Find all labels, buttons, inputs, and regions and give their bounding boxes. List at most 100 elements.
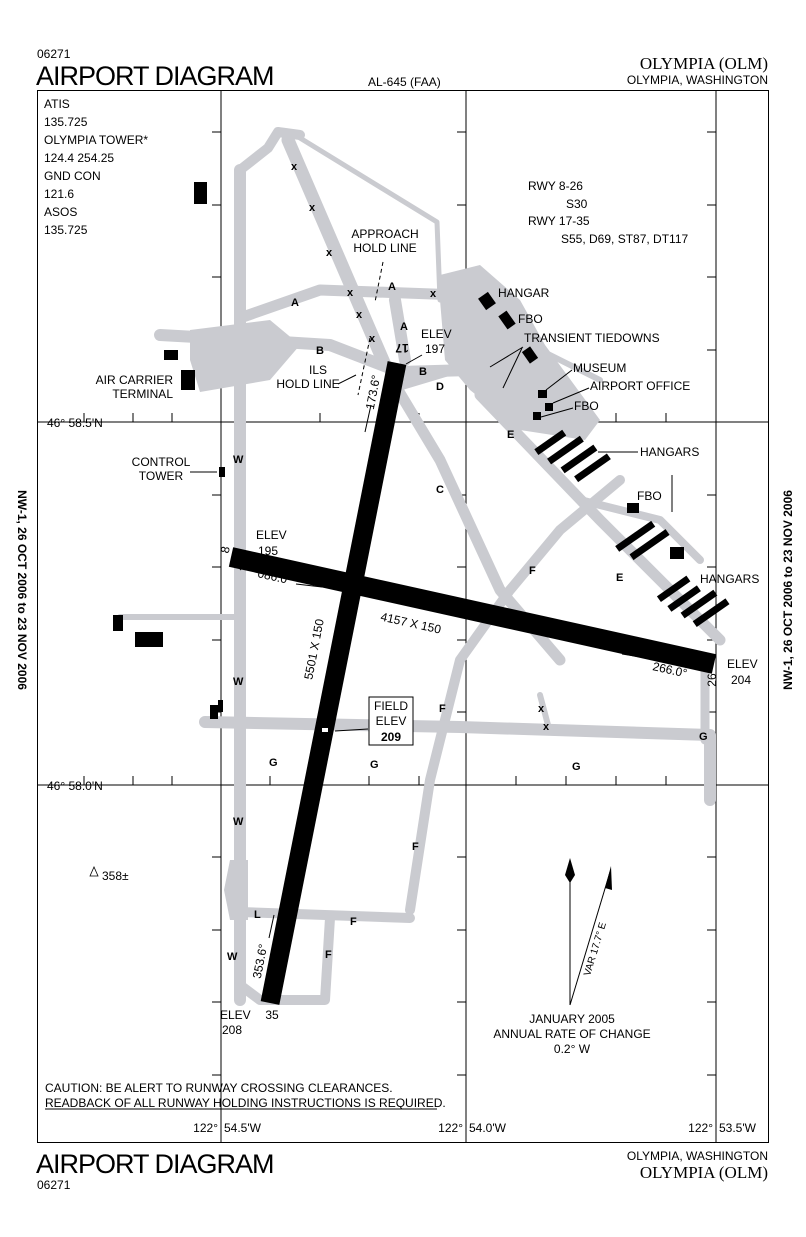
wb-rwy-17-35-value: S55, D69, ST87, DT117	[561, 232, 689, 246]
taxiway-e-label: E	[616, 572, 623, 584]
airport-office-label: AIRPORT OFFICE	[590, 379, 690, 393]
magnetic-north-icon	[605, 866, 612, 890]
variation-date: JANUARY 2005	[529, 1012, 615, 1026]
elev-26-value: 204	[731, 673, 751, 687]
field-elev-label-2: ELEV	[376, 714, 407, 728]
effective-date-left: NW-1, 26 OCT 2006 to 23 NOV 2006	[15, 490, 29, 690]
field-elevation-point	[322, 728, 328, 732]
taxiway-g-label: G	[269, 757, 278, 769]
tower-label: CONTROL	[132, 455, 191, 469]
closed-taxiway-mark: x	[538, 703, 545, 715]
freq-tower-label: OLYMPIA TOWER*	[44, 133, 148, 147]
annual-rate-value: 0.2° W	[554, 1042, 591, 1056]
taxiway-b-label: B	[419, 366, 427, 378]
closed-taxiway-mark: x	[309, 202, 316, 214]
runway-8-26-dimensions: 4157 X 150	[379, 610, 442, 637]
runway-17-35-dimensions: 5501 X 150	[301, 617, 327, 680]
freq-gnd-label: GND CON	[44, 169, 101, 183]
runway-26-label: 26	[705, 673, 719, 687]
magnetic-variation: VAR 17.7° E	[582, 921, 609, 978]
annual-rate-label: ANNUAL RATE OF CHANGE	[493, 1027, 650, 1041]
longitude-label: 122°	[438, 1121, 463, 1135]
closed-taxiway-mark: x	[543, 721, 550, 733]
field-elevation-box	[368, 696, 414, 746]
field-elev-label: FIELD	[374, 699, 408, 713]
ils-hold-label: ILS	[309, 363, 327, 377]
approach-hold-label-2: HOLD LINE	[353, 241, 416, 255]
fbo-label-3: FBO	[637, 489, 662, 503]
taxiway-w-label: W	[233, 676, 244, 688]
taxiway-g-label: G	[572, 761, 581, 773]
transient-tiedowns-label: TRANSIENT TIEDOWNS	[524, 331, 660, 345]
facility-labels: APPROACH HOLD LINE ILS HOLD LINE HANGAR …	[89, 227, 759, 883]
elev-8-value: 195	[258, 544, 278, 558]
runway-17-label: 17	[395, 341, 409, 355]
longitude-label: 122°	[688, 1121, 713, 1135]
footer-city: OLYMPIA, WASHINGTON	[627, 1149, 768, 1163]
taxiway-e-label: E	[507, 429, 514, 441]
closed-taxiway-mark: x	[347, 287, 354, 299]
hangars-label-1: HANGARS	[640, 445, 699, 459]
taxiway-a-label: A	[388, 281, 396, 293]
coordinate-labels: 46° 58.5'N 46° 58.0'N 122° 54.5'W 122° 5…	[47, 416, 757, 1135]
footer-title: AIRPORT DIAGRAM	[36, 1149, 274, 1179]
closed-taxiway-mark: x	[430, 288, 437, 300]
elevation-labels: ELEV 197 ELEV 195 ELEV 204 ELEV 208 FIEL…	[220, 327, 758, 1037]
taxiway-labels: A A A B B D C E E F F F F F G G G G L W …	[227, 161, 708, 963]
runway-17-35[interactable]	[260, 361, 407, 1005]
diagram-frame	[37, 90, 769, 1143]
taxiway-d-label: D	[436, 381, 444, 393]
control-tower	[219, 467, 225, 477]
freq-asos-label: ASOS	[44, 205, 77, 219]
runway-8-label: 8	[218, 545, 233, 555]
wb-rwy-8-26-value: S30	[566, 197, 588, 211]
taxiway-f-label: F	[350, 916, 357, 928]
taxiway-g-label: G	[699, 731, 708, 743]
runway-17-heading: 173.6°	[363, 374, 383, 411]
taxiway-f-label: F	[412, 841, 419, 853]
taxiway-l-label: L	[254, 909, 261, 921]
elev-8-label: ELEV	[256, 528, 287, 542]
closed-taxiway-mark: x	[356, 309, 363, 321]
chart-number: 06271	[37, 47, 71, 61]
freq-atis-label: ATIS	[44, 97, 70, 111]
wb-rwy-8-26: RWY 8-26	[528, 179, 583, 193]
taxiway-c-label: C	[436, 484, 444, 496]
taxiway-f-label: F	[439, 703, 446, 715]
elev-35-label: ELEV	[220, 1008, 251, 1022]
taxiway-a-label: A	[291, 297, 299, 309]
longitude-label: 122°	[193, 1121, 218, 1135]
footer-chart-number: 06271	[37, 1178, 71, 1192]
tower-label-2: TOWER	[139, 469, 184, 483]
freq-asos-value: 135.725	[44, 223, 88, 237]
latitude-label: 46° 58.5'N	[47, 416, 103, 430]
closed-taxiway-mark: x	[291, 161, 298, 173]
wb-rwy-17-35: RWY 17-35	[528, 214, 590, 228]
elev-35-value: 208	[222, 1023, 242, 1037]
longitude-label: 54.0'W	[469, 1121, 507, 1135]
hangars-label-2: HANGARS	[700, 572, 759, 586]
taxiway-f-label: F	[325, 949, 332, 961]
page-title: AIRPORT DIAGRAM	[36, 61, 274, 91]
airport-city: OLYMPIA, WASHINGTON	[627, 73, 768, 87]
closed-taxiway-mark: x	[369, 333, 376, 345]
runway-8-26[interactable]	[228, 547, 717, 674]
taxiway-b-label: B	[316, 345, 324, 357]
closed-taxiway-mark: x	[326, 247, 333, 259]
museum-label: MUSEUM	[573, 361, 626, 375]
latitude-label: 46° 58.0'N	[47, 779, 103, 793]
elev-17-label: ELEV	[421, 327, 452, 341]
runway-35-heading: 353.6°	[250, 943, 270, 980]
hangar-label: HANGAR	[498, 286, 550, 300]
obstacle-elevation: 358±	[102, 869, 129, 883]
footer-airport: OLYMPIA (OLM)	[640, 1163, 768, 1182]
frequency-list: ATIS 135.725 OLYMPIA TOWER* 124.4 254.25…	[44, 97, 148, 237]
fbo-label-1: FBO	[518, 312, 543, 326]
elev-17-value: 197	[425, 342, 445, 356]
taxiway-a-label: A	[400, 321, 408, 333]
longitude-label: 53.5'W	[719, 1121, 757, 1135]
field-elev-value: 209	[381, 730, 401, 744]
obstacle-icon	[89, 866, 99, 877]
longitude-label: 54.5'W	[224, 1121, 262, 1135]
